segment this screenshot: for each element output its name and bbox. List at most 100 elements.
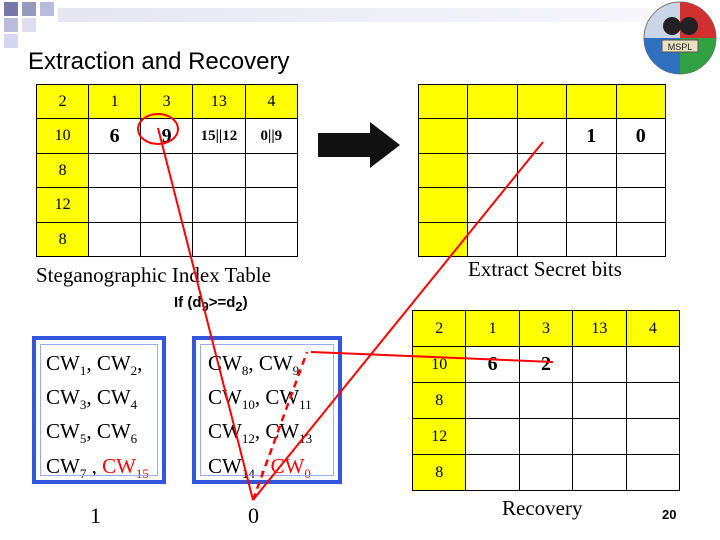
codeword-segment: CW <box>270 453 305 478</box>
table-cell <box>615 222 666 257</box>
table-row: 8 <box>35 153 299 188</box>
codeword-subscript: 5 <box>79 431 87 447</box>
extract-table-caption: Extract Secret bits <box>468 257 622 281</box>
logo-text: MSPL <box>668 42 693 52</box>
table-cell: 6 <box>465 346 520 383</box>
table-cell <box>467 118 518 154</box>
codeword-segment: , CW <box>86 385 131 410</box>
codeword-segment: CW <box>208 453 242 478</box>
table-cell: 12 <box>411 418 467 455</box>
table-cell <box>192 153 246 188</box>
table-cell <box>615 84 666 119</box>
table-row: 8 <box>411 382 681 419</box>
codeword-subscript: 10 <box>241 397 255 413</box>
table-row: 8 <box>35 222 299 257</box>
codeword-subscript: 11 <box>299 397 312 413</box>
codeword-segment: CW <box>46 385 80 410</box>
table-cell <box>192 222 246 257</box>
table-cell: 8 <box>35 153 90 188</box>
codeword-line: CW10, CW11 <box>208 384 338 418</box>
table-cell <box>88 222 142 257</box>
codeword-segment: CW <box>208 419 242 444</box>
table-cell <box>140 153 194 188</box>
codeword-line: CW3, CW4 <box>46 384 162 418</box>
table-row: 12 <box>411 418 681 455</box>
table-row: 10 6 9 15||12 0||9 <box>35 118 299 154</box>
codeword-subscript: 0 <box>304 465 311 481</box>
table-cell <box>625 418 681 455</box>
table-cell <box>140 222 194 257</box>
table-cell: 4 <box>244 84 299 119</box>
table-cell: 13 <box>192 84 246 119</box>
corner-square <box>4 34 18 48</box>
codeword-segment: , CW <box>86 419 131 444</box>
table-cell <box>572 418 627 455</box>
table-row <box>417 153 666 188</box>
table-cell <box>417 187 469 223</box>
codeword-line: CW8, CW9 <box>208 350 338 384</box>
codeword-subscript: 6 <box>130 431 138 447</box>
codeword-subscript: 15 <box>135 465 149 481</box>
table-cell <box>467 84 518 119</box>
codeword-subscript: 13 <box>299 431 313 447</box>
table-cell <box>417 153 469 188</box>
table-cell <box>566 84 617 119</box>
table-cell: 1 <box>88 84 142 119</box>
table-cell: 8 <box>35 222 90 257</box>
table-cell <box>625 454 681 491</box>
corner-square <box>4 18 18 32</box>
recovery-caption: Recovery <box>502 496 583 520</box>
table-cell: 2 <box>518 346 574 383</box>
codeword-line: CW14 , CW0 <box>208 453 338 487</box>
codeword-subscript: 9 <box>292 363 300 379</box>
condition-sub-9: 9 <box>201 299 209 314</box>
table-cell <box>516 222 568 257</box>
table-cell <box>516 118 568 154</box>
table-cell <box>140 187 194 223</box>
condition-text: If (d9>=d2) <box>174 294 248 314</box>
header-bar <box>58 8 648 22</box>
table-cell <box>572 382 627 419</box>
table-cell: 15||12 <box>192 118 246 154</box>
codeword-segment: , <box>137 351 143 375</box>
codeword-segment: , CW <box>86 351 131 375</box>
table-cell: 10 <box>411 346 467 383</box>
table-cell: 12 <box>35 187 90 223</box>
table-cell <box>465 382 520 419</box>
codeword-segment: , CW <box>254 385 300 410</box>
table-cell <box>467 187 518 223</box>
arrow-right-icon <box>318 122 400 168</box>
table-cell: 3 <box>518 310 574 347</box>
codeword-segment: , <box>254 453 271 478</box>
codeword-subscript: 1 <box>79 363 87 379</box>
table-cell <box>516 84 568 119</box>
table-cell: 8 <box>411 454 467 491</box>
table-cell: 0||9 <box>244 118 299 154</box>
table-cell: 9 <box>140 118 194 154</box>
codeword-line: CW7 , CW15 <box>46 453 162 487</box>
table-cell: 10 <box>35 118 90 154</box>
corner-square <box>22 2 36 16</box>
codeword-segment: CW <box>46 453 80 478</box>
table-cell <box>192 187 246 223</box>
table-cell <box>516 187 568 223</box>
lab-logo: MSPL <box>643 1 717 75</box>
corner-square <box>40 2 54 16</box>
table-cell <box>566 153 617 188</box>
codeword-line: CW12, CW13 <box>208 418 338 452</box>
table-cell <box>467 153 518 188</box>
codeword-subscript: 7 <box>79 465 87 481</box>
condition-suffix: ) <box>242 294 248 311</box>
bit-label-0: 0 <box>248 503 259 528</box>
table-cell <box>467 222 518 257</box>
table-cell <box>625 382 681 419</box>
table-cell <box>417 118 469 154</box>
table-cell: 4 <box>625 310 681 347</box>
table-cell: 1 <box>566 118 617 154</box>
table-cell <box>615 187 666 223</box>
codeword-subscript: 12 <box>241 431 255 447</box>
table-cell: 1 <box>465 310 520 347</box>
table-cell <box>465 418 520 455</box>
codeword-line: CW1, CW2, <box>46 350 162 384</box>
table-cell <box>625 346 681 383</box>
